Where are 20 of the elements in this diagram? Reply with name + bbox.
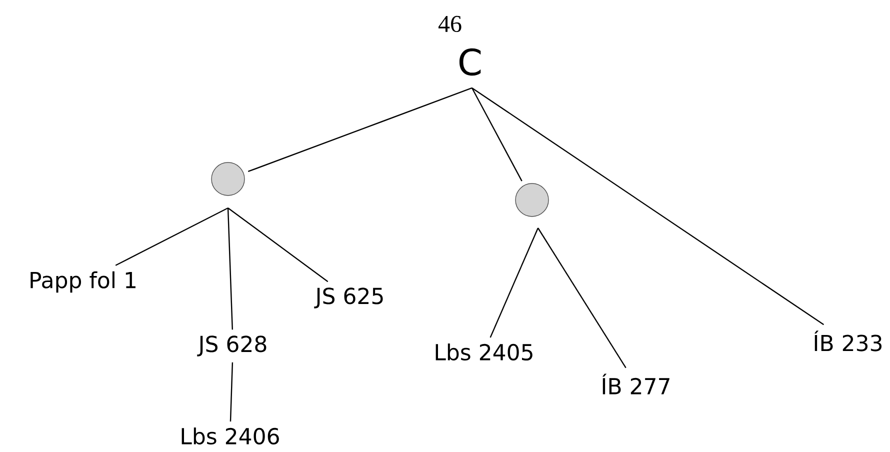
node-label: Lbs 2406 — [182, 427, 279, 445]
node-label: Lbs 2405 — [436, 343, 532, 361]
tree-line — [227, 208, 234, 330]
node-label: JS 628 — [197, 336, 266, 356]
tree-line — [472, 88, 824, 326]
circle-node — [211, 162, 245, 196]
tree-line — [228, 208, 328, 282]
tree-line — [538, 228, 626, 368]
tree-line — [230, 362, 234, 422]
tree-line — [115, 207, 228, 266]
node-label: C — [459, 48, 481, 76]
node-label: ÍB 233 — [814, 330, 882, 352]
circle-node — [515, 183, 549, 217]
tree-line — [490, 228, 539, 338]
node-label: ÍB 277 — [602, 374, 670, 394]
node-label: JS 625 — [314, 288, 383, 308]
page-number: 46 — [438, 16, 462, 32]
tree-line — [248, 87, 472, 172]
tree-line — [471, 88, 522, 182]
node-label: Papp fol 1 — [30, 271, 136, 293]
